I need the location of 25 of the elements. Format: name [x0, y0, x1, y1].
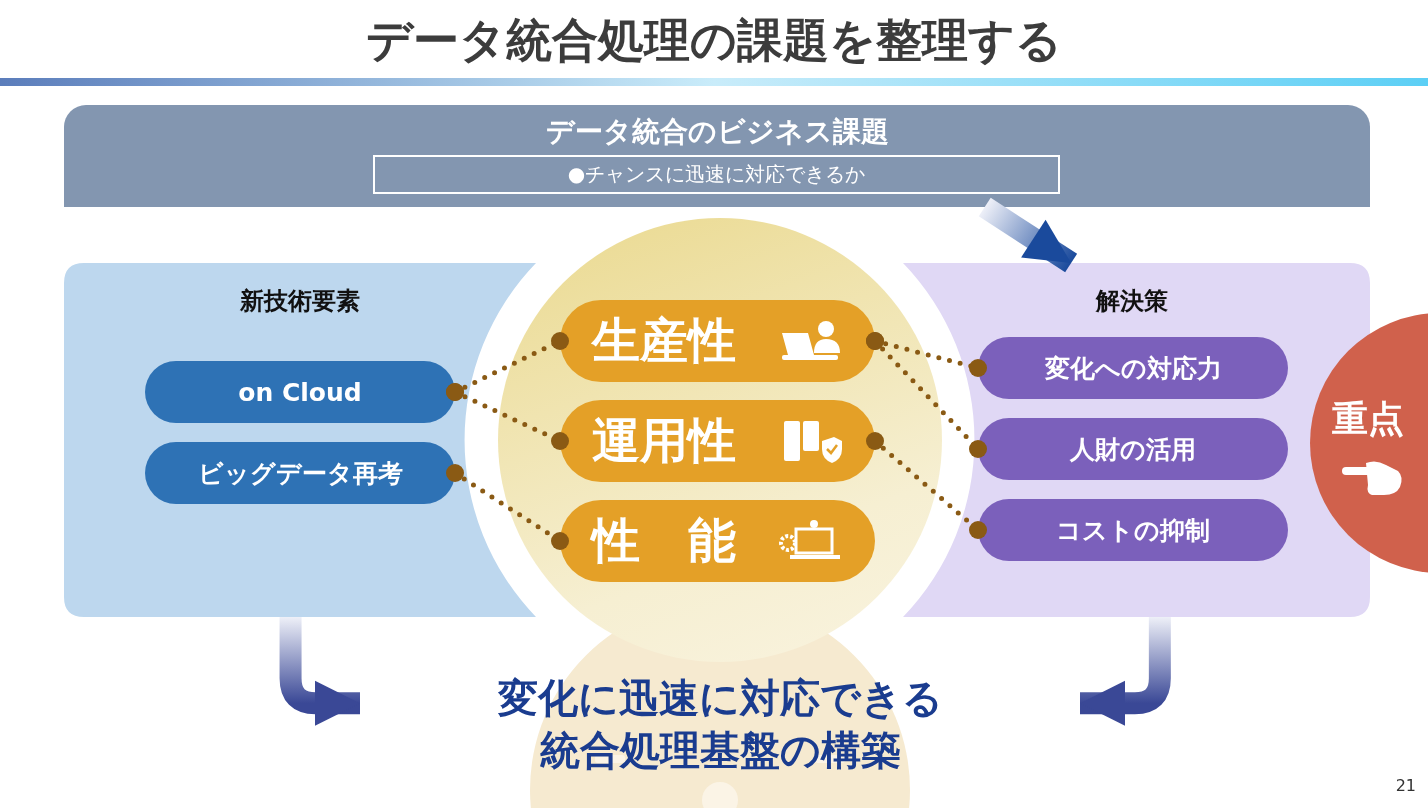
- slide-title: データ統合処理の課題を整理する: [365, 12, 1063, 69]
- panel-heading: 解決策: [1094, 286, 1169, 317]
- pill-label: on Cloud: [237, 376, 363, 409]
- side-panel: [64, 263, 536, 617]
- header-band: [64, 105, 1370, 207]
- arrow: [978, 197, 1078, 273]
- dotted-connector: [866, 332, 987, 458]
- band-heading: データ統合のビジネス課題: [544, 114, 890, 150]
- question-text: ●チャンスに迅速に対応できるか: [566, 161, 867, 188]
- pill-label: 変化への対応力: [1043, 352, 1223, 385]
- page-number: 21: [1395, 776, 1416, 795]
- pill-label: 性 能: [592, 511, 736, 570]
- pill-label: ビッグデータ再考: [196, 457, 404, 490]
- question-box: [373, 155, 1060, 194]
- pill-label: 運用性: [592, 411, 736, 470]
- pill-label: コストの抑制: [1055, 514, 1211, 547]
- focus-label: 重点: [1332, 397, 1404, 441]
- pill-label: 生産性: [592, 311, 736, 370]
- panel-heading: 新技術要素: [239, 286, 361, 317]
- goal-text: 変化に迅速に対応できる統合処理基盤の構築: [496, 674, 944, 775]
- pill-label: 人財の活用: [1069, 433, 1197, 466]
- dotted-connector: [446, 464, 569, 550]
- dotted-connector: [446, 383, 569, 450]
- side-panel: [903, 263, 1370, 617]
- dotted-connector: [866, 432, 987, 539]
